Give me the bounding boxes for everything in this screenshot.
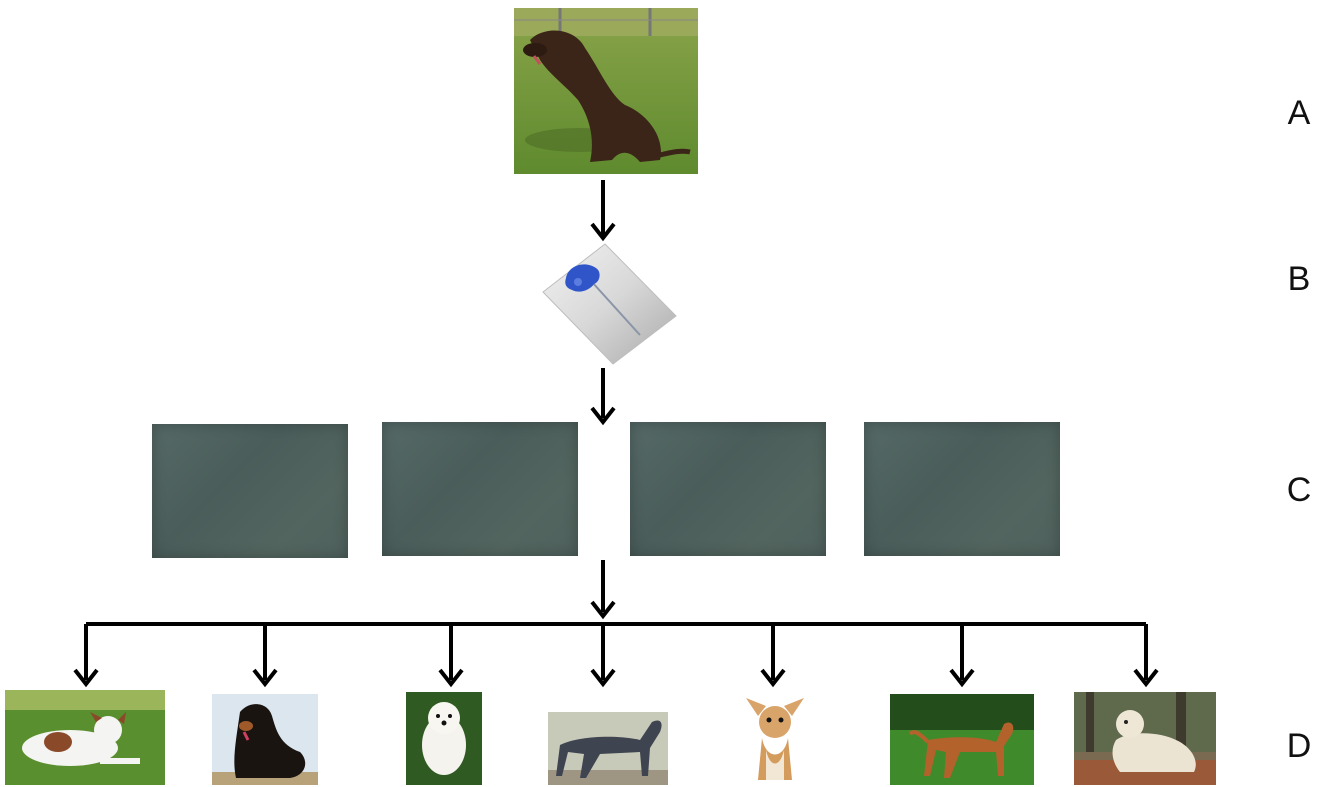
- gel-panel-4: [864, 422, 1060, 556]
- gel-panel-1: [152, 424, 348, 558]
- breed-photo-6: [890, 694, 1034, 785]
- arrow-b-to-c-head: [590, 406, 616, 426]
- arrow-c-to-d-head: [590, 600, 616, 620]
- branch-arrows: [73, 624, 1159, 688]
- breed-photo-4: [548, 712, 668, 785]
- breed-photo-7: [1074, 692, 1216, 785]
- step-label-b: B: [1287, 260, 1311, 298]
- breed-photo-5: [744, 698, 806, 785]
- swab-card: [542, 243, 677, 365]
- breed-photo-1: [5, 690, 165, 785]
- breed-photo-3: [406, 692, 482, 785]
- step-label-c: C: [1286, 471, 1312, 509]
- breed-photo-2: [212, 694, 318, 785]
- gel-panel-3: [630, 422, 826, 556]
- step-label-a: A: [1287, 94, 1311, 132]
- source-dog-photo: [514, 8, 698, 174]
- gel-panel-2: [382, 422, 578, 556]
- arrow-a-to-b-head: [590, 222, 616, 242]
- step-label-d: D: [1286, 727, 1312, 765]
